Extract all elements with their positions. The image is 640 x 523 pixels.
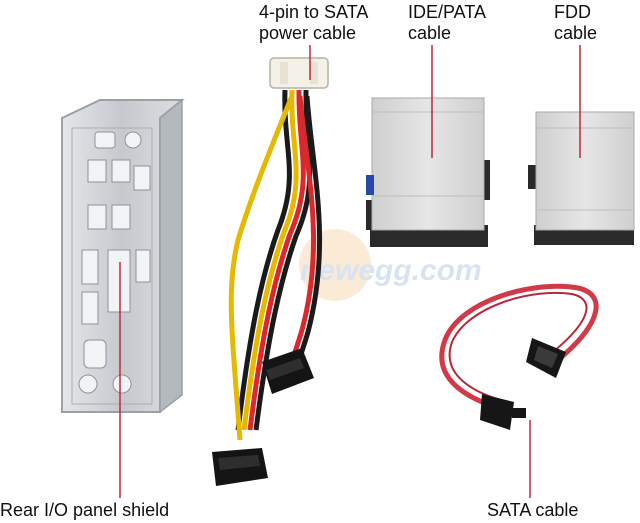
watermark-text: newegg.com [300,254,482,287]
fdd-cable-image [528,111,635,245]
ide-pata-cable-image [366,97,490,247]
label-io-shield: Rear I/O panel shield [0,500,170,520]
label-fdd-cable: FDD cable [554,2,597,44]
label-sata-power-cable: 4-pin to SATA power cable [259,2,368,44]
label-sata-power-line1: 4-pin to SATA [259,2,369,22]
io-shield-image [61,98,185,414]
label-sata-power-line2: power cable [259,23,357,43]
label-ide-pata-line2: cable [408,23,452,43]
label-fdd-line1: FDD [554,2,591,22]
label-ide-pata-line1: IDE/PATA [408,2,487,22]
label-fdd-line2: cable [554,23,598,43]
sata-cable-image [439,283,599,430]
label-ide-pata-cable: IDE/PATA cable [408,2,486,44]
sata-power-cable-image [212,57,329,486]
label-sata-cable: SATA cable [487,500,579,520]
